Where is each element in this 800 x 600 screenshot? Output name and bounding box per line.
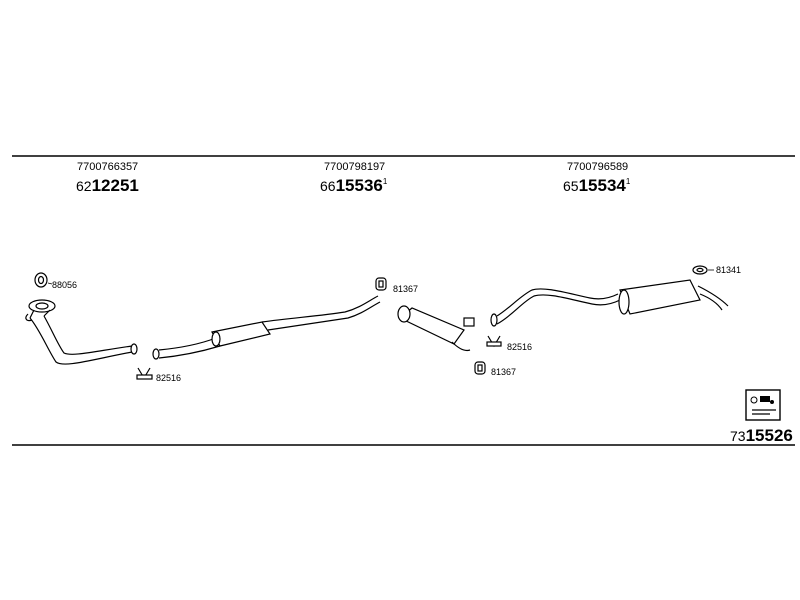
- oe-number-1: 7700766357: [77, 161, 138, 173]
- callout-ring-right: 81341: [716, 265, 741, 275]
- intermediate-pipe: [152, 295, 381, 360]
- gasket-icon: [34, 272, 48, 288]
- gasket-leader: [47, 282, 53, 285]
- part-number-1: 6212251: [76, 176, 139, 195]
- mounting-kit-icon: [745, 389, 781, 421]
- oe-number-3: 7700796589: [567, 161, 628, 173]
- clamp-icon-left: [136, 367, 153, 380]
- callout-hanger-bottom: 81367: [491, 367, 516, 377]
- rubber-ring-icon: [692, 265, 708, 275]
- rear-pipe: [490, 279, 729, 327]
- rear-silencer-section-2: [397, 305, 475, 352]
- part-number-group-2: 7700798197 66155361: [320, 161, 388, 195]
- rubber-hanger-icon-top: [375, 277, 387, 291]
- callout-clamp-left: 82516: [156, 373, 181, 383]
- part-number-3: 65155341: [563, 176, 631, 195]
- part-number-2: 66155361: [320, 176, 388, 195]
- clamp-icon-right: [486, 335, 502, 348]
- part-number-group-1: 7700766357 6212251: [76, 161, 139, 195]
- rubber-hanger-icon-bottom: [474, 361, 486, 375]
- part-number-group-3: 7700796589 65155341: [563, 161, 631, 195]
- oe-number-2: 7700798197: [324, 161, 385, 173]
- kit-part-number: 7315526: [730, 426, 793, 445]
- callout-hanger-top: 81367: [393, 284, 418, 294]
- callout-clamp-right: 82516: [507, 342, 532, 352]
- callout-gasket: 88056: [52, 280, 77, 290]
- front-pipe: [25, 299, 138, 365]
